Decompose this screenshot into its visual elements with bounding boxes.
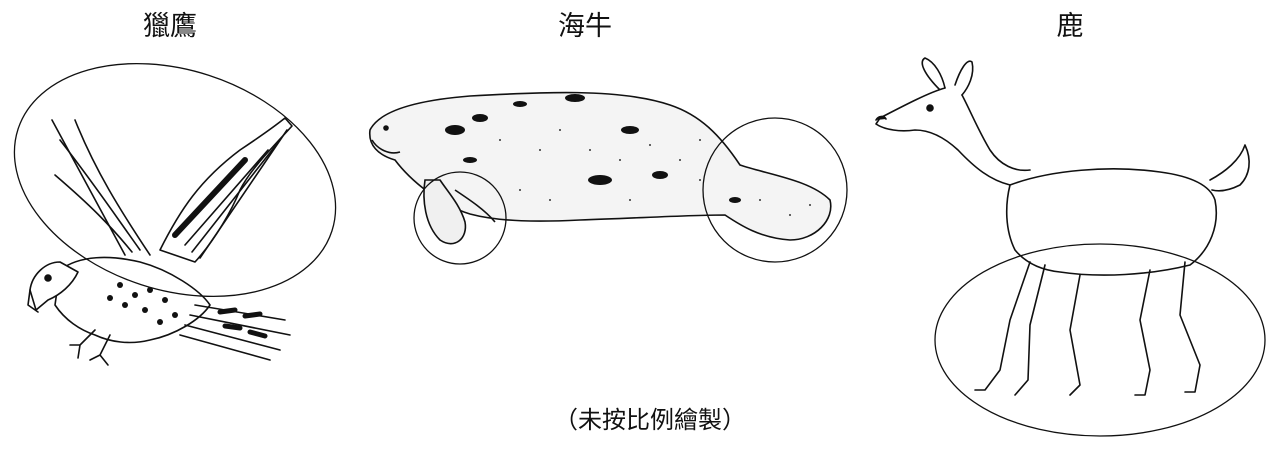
scale-note: （未按比例繪製） (500, 400, 800, 435)
deer-illustration (876, 58, 1249, 395)
manatee-illustration (370, 93, 831, 244)
falcon-illustration (28, 118, 292, 365)
